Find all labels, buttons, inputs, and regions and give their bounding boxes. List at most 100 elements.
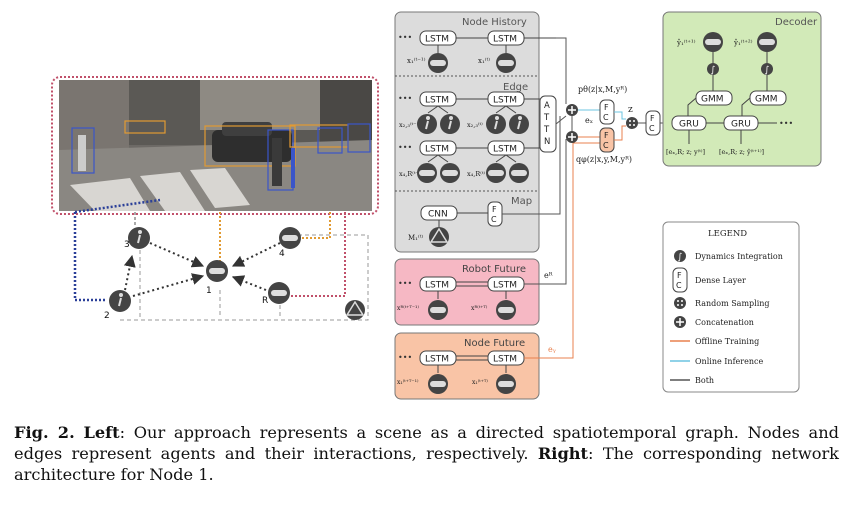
lstm-block: LSTM bbox=[419, 140, 457, 156]
svg-text:Online Inference: Online Inference bbox=[695, 357, 763, 366]
svg-text:•••: ••• bbox=[398, 279, 412, 288]
svg-text:CNN: CNN bbox=[428, 210, 448, 220]
svg-text:Decoder: Decoder bbox=[775, 17, 818, 28]
scene-graph bbox=[73, 198, 369, 321]
pedestrian-icon bbox=[417, 114, 437, 134]
svg-text:LSTM: LSTM bbox=[493, 35, 517, 45]
gru-block: GRU bbox=[671, 115, 707, 131]
map-section: Map CNN FC M₁⁽ᵗ⁾ bbox=[408, 196, 532, 247]
pedestrian-icon bbox=[440, 114, 460, 134]
svg-text:[eₓ,R; z; y⁽ᵗ⁾]: [eₓ,R; z; y⁽ᵗ⁾] bbox=[666, 148, 705, 156]
scene-photo bbox=[51, 76, 379, 215]
svg-text:Dense Layer: Dense Layer bbox=[695, 276, 746, 285]
dynamics-integration-icon: ∫ bbox=[707, 63, 719, 76]
node-future-section: Node Future ••• LSTM LSTM x₁⁽ᵗ⁺ᵀ⁻¹⁾ x₁⁽ᵗ… bbox=[394, 332, 540, 400]
robot-icon bbox=[496, 300, 516, 320]
svg-text:•••: ••• bbox=[398, 353, 412, 362]
graph-node-4: 4 bbox=[279, 227, 301, 259]
car-icon bbox=[496, 374, 516, 394]
dynamics-integration-icon: ∫ bbox=[761, 63, 773, 76]
svg-text:Node Future: Node Future bbox=[464, 338, 525, 349]
robot-icon bbox=[440, 163, 460, 183]
legend-item-offline: Offline Training bbox=[670, 337, 759, 346]
lstm-block: LSTM bbox=[419, 276, 457, 292]
svg-text:2: 2 bbox=[104, 311, 110, 321]
legend-item-dense: FC Dense Layer bbox=[672, 267, 746, 293]
svg-text:ŷ₁⁽ᵗ⁺¹⁾: ŷ₁⁽ᵗ⁺¹⁾ bbox=[676, 38, 696, 47]
svg-text:x₁⁽ᵗ⁺ᵀ⁾: x₁⁽ᵗ⁺ᵀ⁾ bbox=[472, 379, 488, 386]
svg-text:F: F bbox=[650, 114, 655, 123]
svg-text:eₓ: eₓ bbox=[585, 116, 593, 125]
svg-text:Edge: Edge bbox=[503, 82, 528, 93]
svg-text:Node History: Node History bbox=[462, 17, 527, 28]
svg-text:Dynamics Integration: Dynamics Integration bbox=[695, 252, 783, 261]
caption-right-text: : The corresponding network architecture… bbox=[14, 444, 839, 484]
caption-figure-label: Fig. 2. bbox=[14, 423, 75, 442]
graph-node-2: 2 bbox=[104, 290, 131, 321]
svg-text:•••: ••• bbox=[779, 119, 793, 128]
lstm-block: LSTM bbox=[487, 91, 525, 107]
dense-layer-block: FC bbox=[599, 127, 615, 153]
svg-text:xᴿ⁽ᵗ⁺ᵀ⁻¹⁾: xᴿ⁽ᵗ⁺ᵀ⁻¹⁾ bbox=[397, 305, 419, 312]
car-icon bbox=[496, 53, 516, 73]
robot-future-section: Robot Future ••• LSTM LSTM xᴿ⁽ᵗ⁺ᵀ⁻¹⁾ xᴿ⁽… bbox=[394, 258, 540, 326]
car-icon bbox=[417, 163, 437, 183]
caption-left-label: Left bbox=[83, 423, 120, 442]
svg-text:LSTM: LSTM bbox=[493, 96, 517, 106]
svg-text:LSTM: LSTM bbox=[493, 145, 517, 155]
svg-text:[eₓ,R; z; ŷ⁽ᵗ⁺¹⁾]: [eₓ,R; z; ŷ⁽ᵗ⁺¹⁾] bbox=[719, 148, 764, 156]
svg-text:LSTM: LSTM bbox=[425, 145, 449, 155]
pedestrian-icon bbox=[509, 114, 529, 134]
svg-text:C: C bbox=[491, 215, 497, 224]
svg-text:F: F bbox=[677, 271, 682, 280]
svg-text:LSTM: LSTM bbox=[493, 355, 517, 365]
svg-text:LSTM: LSTM bbox=[425, 355, 449, 365]
svg-text:Concatenation: Concatenation bbox=[695, 318, 754, 327]
robot-icon bbox=[509, 163, 529, 183]
svg-text:x₁⁽ᵗ⁺ᵀ⁻¹⁾: x₁⁽ᵗ⁺ᵀ⁻¹⁾ bbox=[397, 379, 419, 386]
lstm-block: LSTM bbox=[487, 350, 525, 366]
legend: LEGEND ∫ Dynamics Integration FC Dense L… bbox=[662, 221, 800, 393]
svg-text:GRU: GRU bbox=[731, 120, 751, 130]
svg-text:M₁⁽ᵗ⁾: M₁⁽ᵗ⁾ bbox=[408, 233, 423, 242]
svg-text:•••: ••• bbox=[398, 33, 412, 42]
middle-connections: FC FC FC pθ(z|x,M,yᴿ) qφ(z|x,y,M,yᴿ) eₓ … bbox=[502, 37, 672, 359]
gmm-block: GMM bbox=[695, 90, 733, 106]
svg-text:x₂,₃⁽ᵗ⁻¹⁾: x₂,₃⁽ᵗ⁻¹⁾ bbox=[399, 121, 421, 129]
svg-text:Robot Future: Robot Future bbox=[462, 264, 526, 275]
svg-text:pθ(z|x,M,yᴿ): pθ(z|x,M,yᴿ) bbox=[578, 85, 627, 94]
svg-text:GMM: GMM bbox=[701, 95, 724, 105]
svg-text:C: C bbox=[603, 113, 609, 122]
svg-text:z: z bbox=[628, 105, 633, 115]
dense-layer-block: FC bbox=[487, 201, 503, 227]
gru-block: GRU bbox=[723, 115, 759, 131]
svg-text:R: R bbox=[262, 296, 268, 306]
legend-item-both: Both bbox=[670, 376, 714, 385]
graph-node-map bbox=[345, 300, 365, 320]
lstm-block: LSTM bbox=[487, 30, 525, 46]
svg-text:x₁⁽ᵗ⁾: x₁⁽ᵗ⁾ bbox=[478, 56, 490, 65]
svg-text:LSTM: LSTM bbox=[425, 281, 449, 291]
svg-text:∫: ∫ bbox=[711, 66, 716, 76]
svg-text:Random Sampling: Random Sampling bbox=[695, 299, 770, 308]
architecture-figure: 1 2 3 4 R Node History ••• LSTM bbox=[51, 11, 822, 400]
dense-layer-block: FC bbox=[599, 99, 615, 125]
svg-text:x₄,R⁽ᵗ⁾: x₄,R⁽ᵗ⁾ bbox=[467, 170, 485, 178]
car-icon bbox=[486, 163, 506, 183]
legend-item-concat: Concatenation bbox=[674, 316, 754, 328]
cnn-block: CNN bbox=[420, 205, 458, 221]
svg-text:T: T bbox=[543, 125, 550, 135]
svg-text:Offline Training: Offline Training bbox=[695, 337, 759, 346]
svg-text:N: N bbox=[544, 137, 550, 147]
lstm-block: LSTM bbox=[419, 91, 457, 107]
map-icon bbox=[429, 227, 449, 247]
svg-text:ŷ₁⁽ᵗ⁺²⁾: ŷ₁⁽ᵗ⁺²⁾ bbox=[733, 38, 753, 47]
lstm-block: LSTM bbox=[419, 350, 457, 366]
caption-right-label: Right bbox=[537, 444, 589, 463]
svg-text:4: 4 bbox=[279, 249, 285, 259]
pedestrian-icon bbox=[486, 114, 506, 134]
svg-text:LSTM: LSTM bbox=[425, 35, 449, 45]
svg-text:F: F bbox=[604, 103, 609, 112]
svg-text:x₄,R⁽ᵗ⁻¹⁾: x₄,R⁽ᵗ⁻¹⁾ bbox=[399, 170, 423, 178]
svg-text:F: F bbox=[492, 205, 497, 214]
